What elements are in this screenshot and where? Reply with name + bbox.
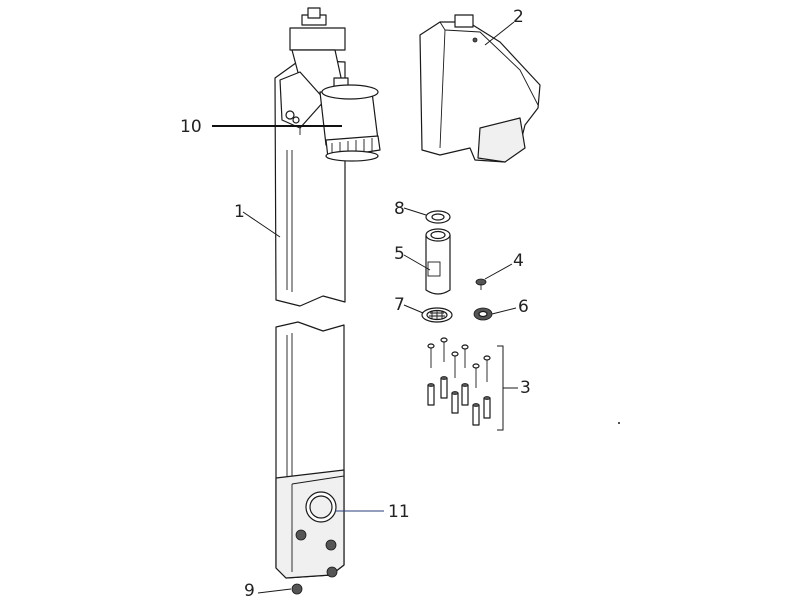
anchor	[427, 383, 435, 406]
leader-7	[403, 304, 424, 314]
anchor	[472, 403, 480, 426]
small-screw	[475, 278, 487, 290]
leader-5	[403, 254, 431, 271]
callout-6: 6	[518, 297, 529, 317]
stray-dot	[618, 422, 620, 424]
leader-1	[242, 211, 281, 238]
anchor	[483, 396, 491, 419]
anchor	[440, 376, 448, 399]
ring-washer	[425, 210, 451, 224]
leader-4	[484, 263, 513, 280]
bushing	[473, 307, 493, 321]
anchor	[451, 391, 459, 414]
callout-7: 7	[394, 295, 405, 315]
end-caps	[291, 566, 338, 595]
long-screw	[483, 355, 491, 382]
callout-1: 1	[234, 202, 245, 222]
long-screw	[472, 363, 480, 388]
callout-5: 5	[394, 244, 405, 264]
callout-2: 2	[513, 7, 524, 27]
valve-head-assembly	[279, 7, 381, 162]
head-cover	[419, 14, 541, 163]
sleeve	[425, 228, 451, 295]
leader-2	[484, 21, 515, 46]
bracket-3	[497, 345, 504, 431]
column-lower-section	[275, 321, 345, 579]
control-knob	[305, 491, 337, 523]
callout-4: 4	[513, 251, 524, 271]
screw-and-anchor-set	[427, 337, 504, 431]
callout-11: 11	[388, 502, 410, 522]
long-screw	[451, 351, 459, 378]
callout-9: 9	[244, 581, 255, 600]
leader-8	[403, 207, 427, 216]
long-screw	[427, 343, 435, 368]
callout-3: 3	[520, 378, 531, 398]
long-screw	[440, 337, 448, 362]
leader-9	[257, 588, 292, 594]
callout-8: 8	[394, 199, 405, 219]
strainer-disc	[421, 307, 453, 323]
leader-6	[491, 307, 517, 315]
anchor	[461, 383, 469, 406]
callout-10: 10	[180, 117, 202, 137]
long-screw	[461, 344, 469, 368]
